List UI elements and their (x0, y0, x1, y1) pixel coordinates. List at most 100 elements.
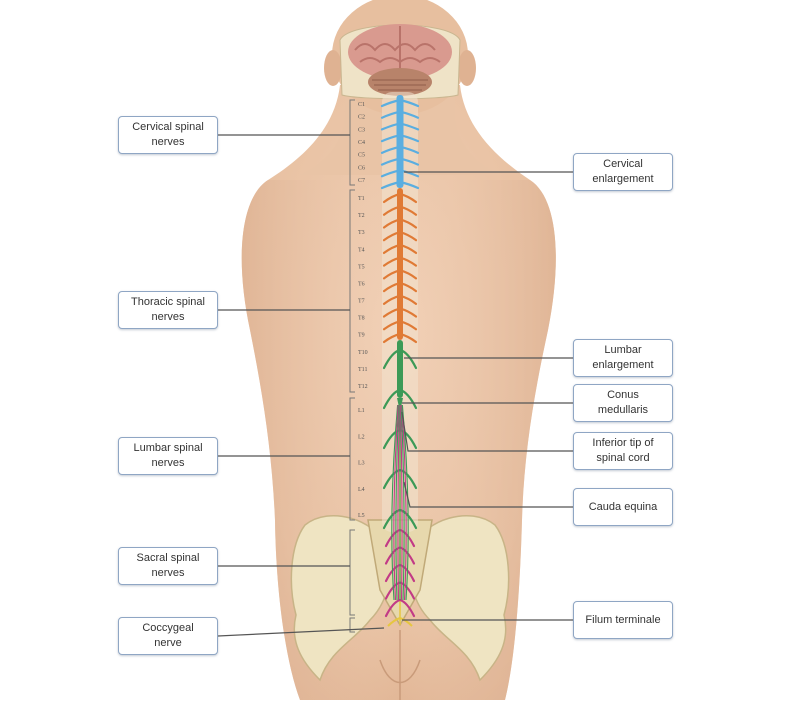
label-text: Lumbar spinal nerves (133, 442, 203, 469)
segment-label-C1: C1 (358, 102, 365, 108)
region-brackets (349, 99, 355, 633)
leader-cauda-equina (403, 481, 573, 508)
nerve-root (380, 169, 402, 178)
segment-label-T3: T3 (358, 230, 365, 236)
nerve-root (398, 98, 420, 108)
nerve-root (382, 269, 402, 280)
nerve-root (384, 546, 402, 565)
label-text: Sacral spinal nerves (136, 552, 200, 579)
nerve-root (398, 145, 420, 154)
label-text: Lumbar enlargement (592, 344, 654, 371)
bracket-lumbar (349, 397, 355, 521)
label-text: Coccygeal nerve (142, 622, 194, 649)
segment-label-C2: C2 (358, 115, 365, 121)
nerve-root (398, 348, 418, 370)
leader-coccygeal-nerve (217, 627, 385, 637)
nerve-root (382, 218, 402, 229)
cauda-equina-strand (393, 404, 399, 601)
right-ear-icon (458, 50, 476, 86)
nerve-root (382, 243, 402, 255)
cord-segment-thoracic (397, 188, 403, 340)
cord-segment-lumbar (397, 340, 403, 398)
nerve-root (380, 134, 402, 143)
label-filum-terminale: Filum terminale (573, 601, 673, 639)
label-text: Cervical spinal nerves (132, 121, 204, 148)
nerve-root (398, 169, 420, 178)
label-text: Cauda equina (588, 500, 658, 513)
nerve-root (380, 98, 402, 108)
spinal-cord (380, 95, 420, 627)
label-cervical-spinal-nerves: Cervical spinal nerves (118, 116, 218, 154)
nerve-root (382, 281, 402, 293)
bracket-coccygeal (349, 617, 355, 633)
label-cauda-equina: Cauda equina (573, 488, 673, 526)
segment-label-T9: T9 (358, 333, 365, 339)
nerve-root (398, 281, 418, 293)
nerve-root (382, 256, 402, 267)
nerve-root (382, 192, 402, 204)
segment-label-L2: L2 (358, 434, 365, 440)
segment-label-T10: T10 (358, 350, 368, 356)
segment-label-T5: T5 (358, 264, 365, 270)
segment-labels: C1C2C3C4C5C6C7T1T2T3T4T5T6T7T8T9T10T11T1… (358, 102, 368, 519)
bracket-sacral (349, 529, 355, 616)
nerve-root (398, 180, 420, 190)
segment-label-T2: T2 (358, 213, 365, 219)
label-inferior-tip-of-spinal-cord: Inferior tip of spinal cord (573, 432, 673, 470)
nerve-root (398, 218, 418, 229)
segment-label-C7: C7 (358, 178, 365, 184)
nerve-root (398, 122, 420, 131)
nerve-root (398, 332, 418, 344)
segment-label-T8: T8 (358, 316, 365, 322)
nerve-root (398, 546, 416, 565)
segment-label-T1: T1 (358, 196, 365, 202)
label-lumbar-spinal-nerves: Lumbar spinal nerves (118, 437, 218, 475)
cauda-equina-strand (400, 404, 403, 601)
nerve-root (398, 192, 418, 204)
label-text: Filum terminale (585, 613, 661, 626)
segment-label-C5: C5 (358, 153, 365, 159)
label-text: Thoracic spinal nerves (131, 296, 205, 323)
label-thoracic-spinal-nerves: Thoracic spinal nerves (118, 291, 218, 329)
nerve-root (382, 205, 402, 216)
nerve-root (382, 231, 402, 242)
cauda-equina-strand (401, 404, 407, 601)
nerve-root (382, 332, 402, 344)
nerve-root (398, 243, 418, 255)
leader-inferior-tip-of-spinal-cord (401, 411, 573, 452)
label-text: Inferior tip of spinal cord (592, 437, 654, 464)
label-coccygeal-nerve: Coccygeal nerve (118, 617, 218, 655)
nerve-root (398, 256, 418, 267)
segment-label-C6: C6 (358, 165, 365, 171)
nerve-root (380, 122, 402, 131)
nerve-root (382, 307, 402, 318)
nerve-root (398, 307, 418, 318)
nerve-root (398, 294, 418, 305)
segment-label-T6: T6 (358, 281, 365, 287)
segment-label-L1: L1 (358, 408, 365, 414)
nerve-root (382, 348, 402, 370)
cauda-equina-strand (391, 404, 399, 601)
nerve-root (382, 320, 402, 331)
nerve-root (398, 110, 420, 119)
bracket-cervical (349, 99, 355, 186)
nerve-root (380, 180, 402, 190)
label-sacral-spinal-nerves: Sacral spinal nerves (118, 547, 218, 585)
nerve-root (398, 205, 418, 216)
segment-label-L5: L5 (358, 513, 365, 519)
label-text: Conus medullaris (597, 389, 649, 416)
nerve-root (382, 294, 402, 305)
bracket-thoracic (349, 189, 355, 393)
label-conus-medullaris: Conus medullaris (573, 384, 673, 422)
nerve-root (382, 388, 402, 410)
label-text: Cervical enlargement (592, 158, 654, 185)
cauda-equina-strand (395, 404, 400, 601)
segment-label-T12: T12 (358, 384, 368, 390)
segment-label-T11: T11 (358, 367, 367, 373)
leader-lines (217, 134, 573, 637)
nerve-root (398, 134, 420, 143)
nerve-root (398, 157, 420, 166)
brain-icon (348, 24, 452, 96)
